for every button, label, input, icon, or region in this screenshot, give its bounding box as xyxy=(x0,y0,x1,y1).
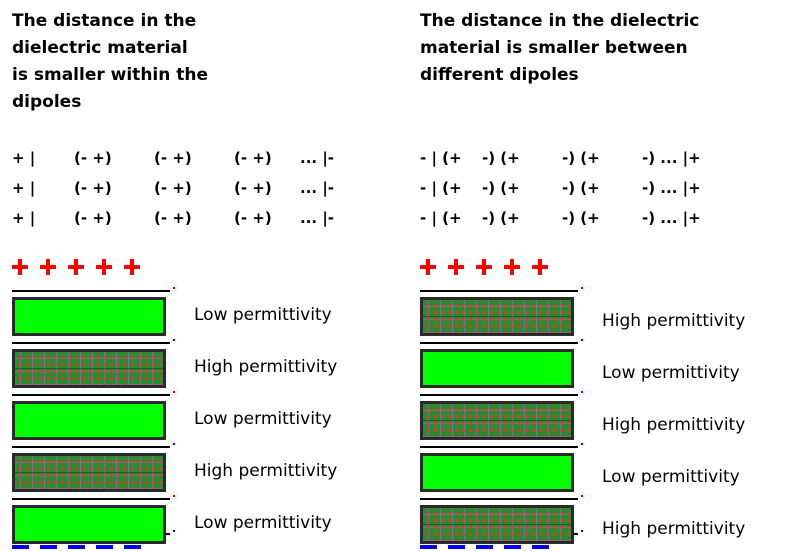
plate-charge-dot xyxy=(581,530,583,532)
dipole-token: (- +) xyxy=(154,209,192,227)
left-panel: The distance in the dielectric material … xyxy=(12,0,392,551)
dipole-token: ... |- xyxy=(300,179,335,197)
dipole-token: (- +) xyxy=(154,179,192,197)
dipole-token: (- +) xyxy=(74,209,112,227)
plate-charge-dot xyxy=(173,530,175,532)
dipole-token: + | xyxy=(12,179,36,197)
electrode-plate xyxy=(12,446,170,448)
plate-charge-dot xyxy=(173,443,175,445)
low-permittivity-slab xyxy=(420,453,574,492)
minus-charge-icon xyxy=(96,545,113,549)
dipole-token: -) (+ xyxy=(482,179,520,197)
dipole-token: (- +) xyxy=(234,149,272,167)
electrode-plate xyxy=(420,394,578,396)
minus-charge-icon xyxy=(124,545,141,549)
plate-charge-dot xyxy=(173,495,175,497)
dipole-token: + | xyxy=(12,209,36,227)
left-heading: The distance in the dielectric material … xyxy=(12,11,209,112)
dipole-token: (- +) xyxy=(74,179,112,197)
dipole-token: -) (+ xyxy=(562,149,600,167)
right-heading: The distance in the dielectric material … xyxy=(420,11,700,85)
electrode-plate xyxy=(12,290,170,292)
low-permittivity-slab xyxy=(420,349,574,388)
plus-charge-icon xyxy=(12,259,28,275)
electrode-plate xyxy=(12,394,170,396)
plate-charge-dot xyxy=(581,495,583,497)
permittivity-label: Low permittivity xyxy=(602,363,740,383)
dipole-token: -) (+ xyxy=(562,179,600,197)
minus-charge-icon xyxy=(476,545,493,549)
minus-charge-icon xyxy=(504,545,521,549)
minus-charge-icon xyxy=(40,545,57,549)
dipole-token: (- +) xyxy=(234,179,272,197)
electrode-plate xyxy=(420,290,578,292)
plate-charge-dot xyxy=(581,391,583,393)
plate-charge-dot xyxy=(581,339,583,341)
minus-charge-icon xyxy=(420,545,437,549)
electrode-plate xyxy=(420,498,578,500)
permittivity-label: High permittivity xyxy=(194,357,338,377)
permittivity-label: Low permittivity xyxy=(194,409,332,429)
plate-charge-dot xyxy=(581,287,583,289)
plus-charge-icon xyxy=(68,259,84,275)
low-permittivity-slab xyxy=(12,505,166,544)
permittivity-label: High permittivity xyxy=(602,519,746,539)
electrode-plate xyxy=(12,498,170,500)
plate-charge-dot xyxy=(173,339,175,341)
plate-charge-dot xyxy=(581,443,583,445)
plus-charge-icon xyxy=(476,259,492,275)
minus-charge-icon xyxy=(68,545,85,549)
dipole-token: - | (+ xyxy=(420,209,462,227)
minus-charge-icon xyxy=(12,545,29,549)
high-permittivity-slab xyxy=(420,505,574,544)
dipole-token: -) ... |+ xyxy=(642,179,701,197)
dipole-token: -) ... |+ xyxy=(642,149,701,167)
high-permittivity-slab xyxy=(12,349,166,388)
dipole-token: + | xyxy=(12,149,36,167)
dipole-token: (- +) xyxy=(154,149,192,167)
dipole-token: -) (+ xyxy=(482,149,520,167)
plus-charge-icon xyxy=(448,259,464,275)
dipole-token: - | (+ xyxy=(420,179,462,197)
low-permittivity-slab xyxy=(12,401,166,440)
low-permittivity-slab xyxy=(12,297,166,336)
minus-charge-icon xyxy=(532,545,549,549)
high-permittivity-slab xyxy=(12,453,166,492)
permittivity-label: High permittivity xyxy=(602,311,746,331)
electrode-plate xyxy=(420,342,578,344)
plus-charge-icon xyxy=(420,259,436,275)
electrode-plate xyxy=(12,342,170,344)
permittivity-label: Low permittivity xyxy=(194,513,332,533)
plus-charge-icon xyxy=(504,259,520,275)
high-permittivity-slab xyxy=(420,401,574,440)
dipole-token: ... |- xyxy=(300,209,335,227)
plus-charge-icon xyxy=(124,259,140,275)
permittivity-label: High permittivity xyxy=(602,415,746,435)
dipole-token: -) ... |+ xyxy=(642,209,701,227)
permittivity-label: Low permittivity xyxy=(602,467,740,487)
dipole-token: ... |- xyxy=(300,149,335,167)
right-panel: The distance in the dielectric material … xyxy=(420,0,790,551)
plus-charge-icon xyxy=(96,259,112,275)
permittivity-label: Low permittivity xyxy=(194,305,332,325)
dipole-token: -) (+ xyxy=(562,209,600,227)
dipole-token: (- +) xyxy=(234,209,272,227)
dipole-token: (- +) xyxy=(74,149,112,167)
high-permittivity-slab xyxy=(420,297,574,336)
plate-charge-dot xyxy=(173,391,175,393)
plus-charge-icon xyxy=(532,259,548,275)
permittivity-label: High permittivity xyxy=(194,461,338,481)
plate-charge-dot xyxy=(173,287,175,289)
dipole-token: - | (+ xyxy=(420,149,462,167)
plus-charge-icon xyxy=(40,259,56,275)
electrode-plate xyxy=(420,446,578,448)
dipole-token: -) (+ xyxy=(482,209,520,227)
minus-charge-icon xyxy=(448,545,465,549)
